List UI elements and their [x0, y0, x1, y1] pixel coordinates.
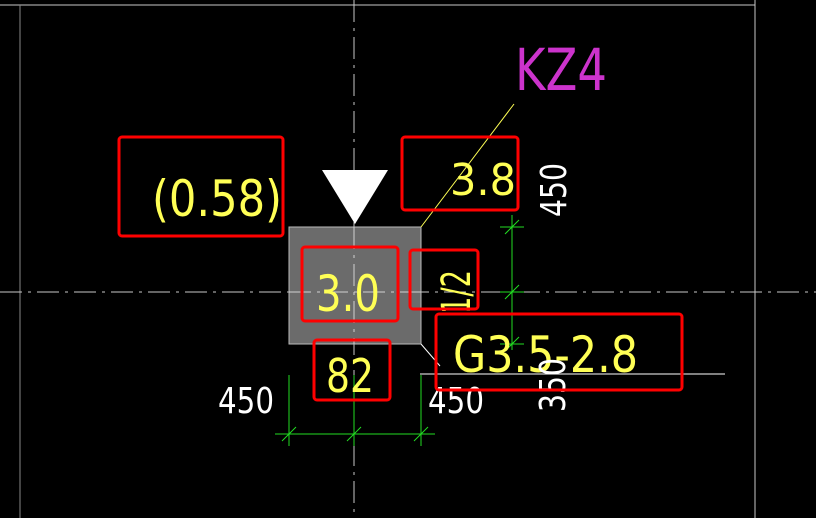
highlight-ratio-top-right — [400, 135, 520, 212]
bottom-value-text[interactable]: 82 — [326, 349, 374, 403]
triangle-marker-icon — [322, 170, 388, 224]
leader-line-kz4 — [420, 103, 515, 228]
highlight-bottom-value — [312, 338, 392, 402]
highlight-boxes — [117, 135, 684, 402]
dimension-lines — [275, 215, 524, 446]
side-value-text[interactable]: 1/2 — [434, 270, 480, 314]
dim-bottom-left-text: 450 — [218, 381, 274, 422]
highlight-ratio-left — [117, 135, 285, 238]
formula-text[interactable]: G3.5-2.8 — [453, 326, 638, 384]
ratio-top-right-text[interactable]: 3.8 — [450, 155, 516, 206]
dim-right-tick-top — [504, 219, 520, 235]
highlight-formula — [434, 312, 684, 392]
dim-bottom-tick-left — [281, 426, 297, 442]
ratio-left-text[interactable]: (0.58) — [152, 170, 282, 228]
center-value-text[interactable]: 3.0 — [316, 265, 380, 323]
dim-right-tick-mid — [504, 284, 520, 300]
column-label-kz4[interactable]: KZ4 — [515, 36, 607, 104]
highlight-center-value — [300, 245, 400, 323]
dim-top-right-text: 450 — [534, 163, 575, 217]
dim-bottom-tick-right — [413, 426, 429, 442]
dim-bottom-tick-mid — [346, 426, 362, 442]
dim-right-tick-bottom — [504, 336, 520, 352]
highlight-side-value — [408, 248, 480, 311]
dim-right-lower-text: 350 — [533, 358, 574, 412]
